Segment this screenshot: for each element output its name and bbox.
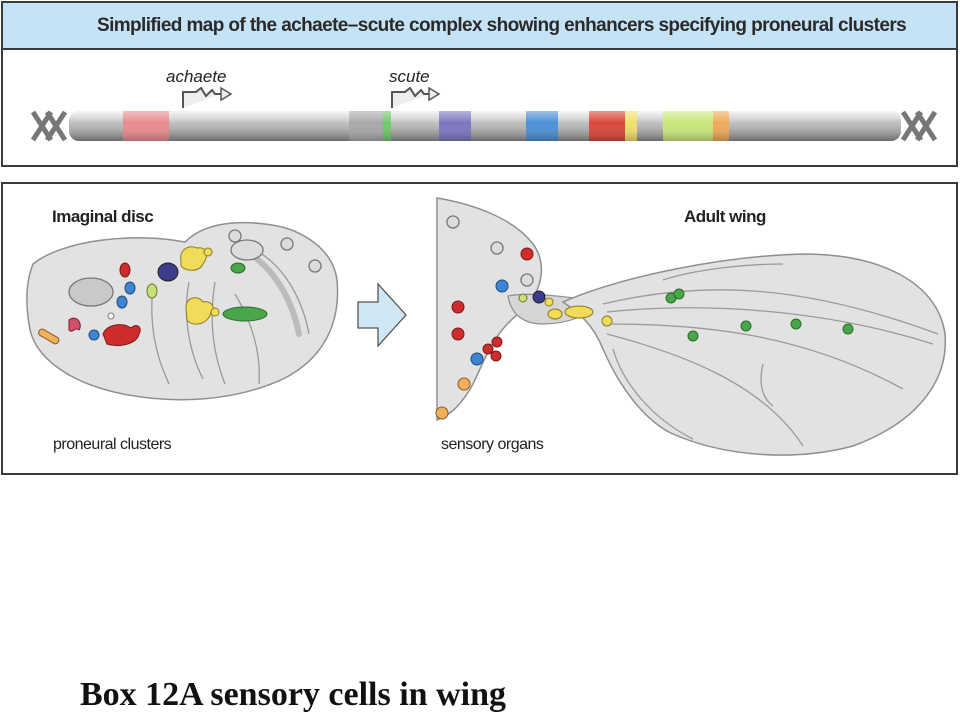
bristle-red: [491, 336, 503, 348]
achaete-label: achaete: [166, 67, 227, 86]
sensilla-yellow: [601, 315, 613, 327]
enhancer-bands: [69, 111, 901, 141]
cluster-gray-small: [228, 229, 242, 243]
disc-caption: proneural clusters: [53, 436, 172, 453]
cluster-yellow-tiny: [210, 307, 220, 317]
cluster-red: [119, 262, 131, 278]
cluster-yellow-small: [203, 247, 213, 257]
bristle-red: [451, 327, 465, 341]
bristle-red: [490, 350, 502, 362]
gene-map-panel: Simplified map of the achaete–scute comp…: [1, 1, 958, 167]
sensilla-yellow: [547, 308, 563, 320]
cluster-gray-small: [280, 237, 294, 251]
cluster-green-small: [230, 262, 246, 274]
sensilla-green: [842, 323, 854, 335]
bristle-orange: [457, 377, 471, 391]
cluster-lime: [146, 283, 158, 299]
disc-wing-panel: Imaginal disc proneural clusters: [1, 182, 958, 475]
bristle-gray: [446, 215, 460, 229]
gene-map-title: Simplified map of the achaete–scute comp…: [3, 3, 956, 50]
bristle-purple: [532, 290, 546, 304]
cluster-blue: [88, 329, 100, 341]
cluster-gray: [230, 239, 264, 261]
cluster-blue: [116, 295, 128, 309]
wing-caption: sensory organs: [441, 436, 544, 453]
disc-wing-diagram: Imaginal disc proneural clusters: [26, 197, 946, 456]
sensilla-yellow: [564, 305, 594, 319]
disc-title: Imaginal disc: [52, 207, 153, 226]
cluster-gray-small: [107, 312, 115, 320]
bristle-gray: [490, 241, 504, 255]
cluster-green: [222, 306, 268, 322]
scute-label: scute: [389, 67, 430, 86]
dna-twist-right: [900, 110, 938, 142]
bristle-red: [482, 343, 494, 355]
imaginal-disc: [26, 221, 339, 401]
bristle-orange: [435, 406, 449, 420]
scute-promoter-arrow-icon: [391, 86, 441, 108]
cluster-yellow-lower: [185, 297, 214, 325]
sensilla-green: [673, 288, 685, 300]
cluster-blue: [124, 281, 136, 295]
achaete-promoter-arrow-icon: [182, 86, 233, 108]
dna-twist-left: [30, 110, 68, 142]
bristle-blue: [495, 279, 509, 293]
sensilla-green: [790, 318, 802, 330]
cluster-gray-large: [68, 277, 114, 307]
bristle-blue: [470, 352, 484, 366]
sensilla-green: [740, 320, 752, 332]
adult-wing: [435, 197, 946, 456]
wing-title: Adult wing: [684, 207, 766, 226]
bristle-lime: [518, 293, 528, 303]
cluster-pink: [68, 317, 81, 332]
bristle-red: [451, 300, 465, 314]
bristle-red: [520, 247, 534, 261]
development-arrow-icon: [357, 282, 407, 348]
sensilla-green: [687, 330, 699, 342]
gene-map-diagram: achaete scute: [30, 67, 938, 142]
cluster-orange: [38, 328, 60, 345]
cluster-red-large: [102, 324, 141, 347]
cluster-gray-small: [308, 259, 322, 273]
cluster-purple: [157, 262, 179, 282]
sensilla-yellow: [544, 297, 554, 307]
bristle-gray: [520, 273, 534, 287]
figure-caption: Box 12A sensory cells in wing: [80, 676, 506, 713]
